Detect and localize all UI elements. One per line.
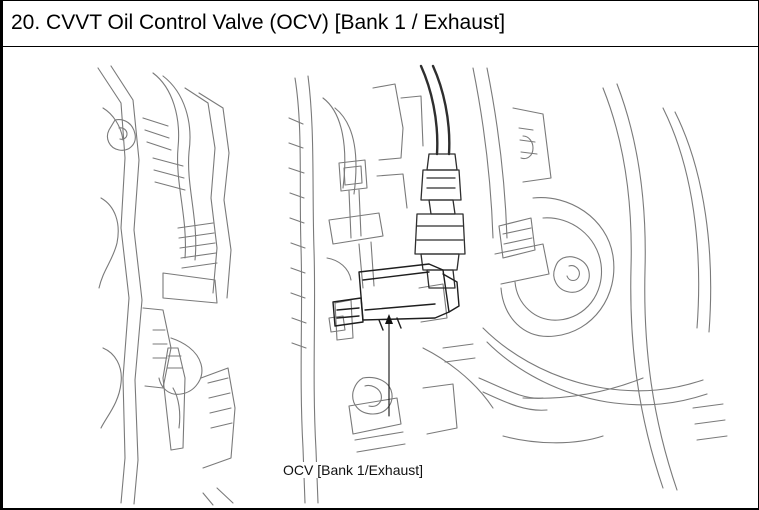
callout-leader bbox=[385, 314, 393, 417]
ocv-harness-connector bbox=[414, 64, 466, 289]
engine-line-drawing bbox=[97, 64, 728, 506]
ocv-callout-label: OCV [Bank 1/Exhaust] bbox=[282, 462, 425, 478]
left-engine-block bbox=[97, 65, 236, 506]
engine-diagram: OCV [Bank 1/Exhaust] bbox=[3, 48, 758, 508]
title-row: 20. CVVT Oil Control Valve (OCV) [Bank 1… bbox=[3, 1, 758, 47]
page-title: 20. CVVT Oil Control Valve (OCV) [Bank 1… bbox=[11, 11, 506, 34]
right-engine-structure bbox=[422, 67, 728, 491]
central-cover bbox=[288, 75, 476, 504]
ocv-valve-body bbox=[332, 263, 460, 331]
